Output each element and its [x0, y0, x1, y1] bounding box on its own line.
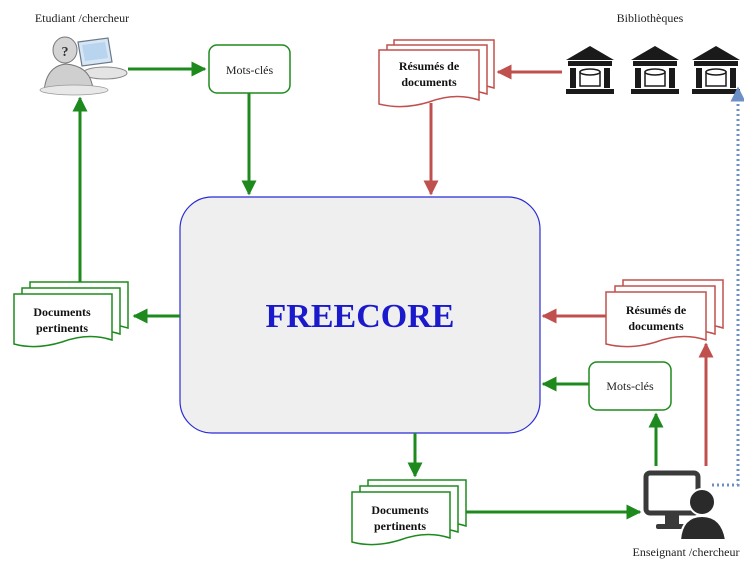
summaries-top-line2: documents	[401, 75, 457, 89]
student-question-mark: ?	[62, 45, 69, 60]
summaries-top-line1: Résumés de	[399, 59, 460, 73]
relevant-left-stack: Documents pertinents	[13, 281, 129, 348]
summaries-right-stack: Résumés de documents	[605, 279, 724, 348]
teacher-label: Enseignant /chercheur	[633, 545, 740, 559]
summaries-top-stack: Résumés de documents	[378, 39, 495, 108]
summaries-right-line1: Résumés de	[626, 303, 687, 317]
teacher-computer-icon	[643, 470, 728, 541]
keywords-right-box	[588, 361, 672, 411]
keywords-top-label: Mots-clés	[226, 63, 274, 77]
summaries-right-line2: documents	[628, 319, 684, 333]
student-computer-icon: ?	[39, 36, 128, 96]
arrow-teacher-to-libraries-dotted	[712, 86, 744, 487]
relevant-bottom-line2: pertinents	[374, 519, 426, 533]
relevant-bottom-line1: Documents	[371, 503, 429, 517]
relevant-left-line2: pertinents	[36, 321, 88, 335]
relevant-left-line1: Documents	[33, 305, 91, 319]
library-building-icon-3	[692, 46, 740, 94]
student-label: Etudiant /chercheur	[35, 11, 129, 25]
library-building-icon-2	[631, 46, 679, 94]
keywords-right-label: Mots-clés	[606, 379, 654, 393]
libraries-label: Bibliothèques	[617, 11, 684, 25]
freecore-title: FREECORE	[266, 298, 455, 335]
library-building-icon-1	[566, 46, 614, 94]
relevant-bottom-stack: Documents pertinents	[351, 479, 467, 546]
